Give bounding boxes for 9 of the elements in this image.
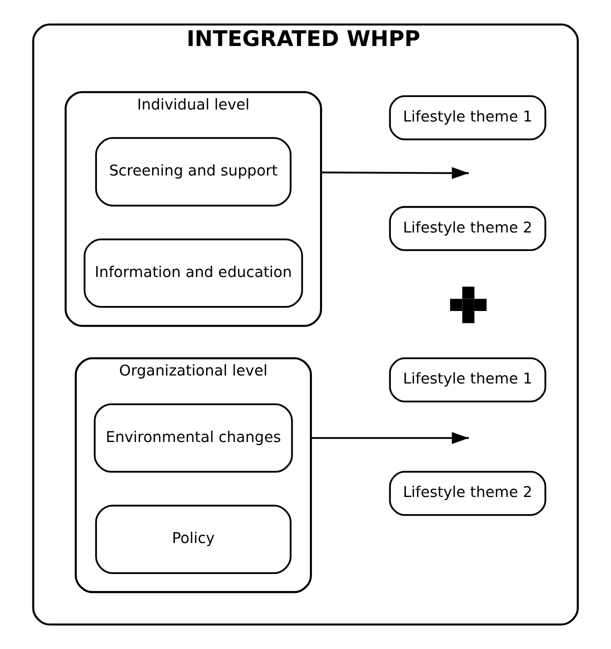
node-box: Environmental changes [94, 403, 293, 473]
node-box: Information and education [84, 238, 303, 308]
node-box: Lifestyle theme 1 [389, 357, 546, 402]
node-box: Lifestyle theme 2 [389, 206, 546, 252]
node-box: Lifestyle theme 2 [389, 470, 546, 516]
node-box: Screening and support [95, 137, 292, 206]
node-box: Policy [95, 504, 292, 574]
arrow [321, 167, 469, 180]
node-box: Lifestyle theme 1 [389, 95, 546, 140]
